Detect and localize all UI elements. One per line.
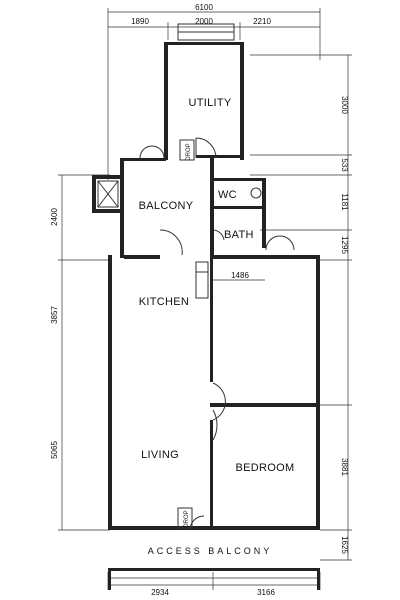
dim-top-left: 1890 [131,17,149,26]
toilet-icon [250,187,262,199]
access-balcony-label: ACCESS BALCONY [148,546,273,556]
dim-overall-width: 6100 [195,3,213,12]
room-utility: UTILITY [188,97,231,109]
dim-top-right: 2210 [253,17,271,26]
room-bath: BATH [224,229,254,241]
room-balcony: BALCONY [139,200,194,212]
drop-label-bottom: DROP [184,510,190,527]
dim-right-access: 1625 [340,536,349,554]
dim-left-balcony: 2400 [50,208,59,226]
dim-right-1295: 1295 [340,236,349,254]
room-living: LIVING [141,449,179,461]
dim-inner-1486: 1486 [231,271,249,280]
walls [92,23,320,590]
dim-top-mid: 2000 [195,17,213,26]
dim-right-533: 533 [340,158,349,172]
drop-label-top: DROP [186,143,192,160]
fixtures [97,139,262,529]
dimension-lines [58,8,352,590]
room-kitchen: KITCHEN [139,296,189,308]
dim-left-living: 5065 [50,441,59,459]
dim-right-1181: 1181 [340,193,349,211]
room-bedroom: BEDROOM [236,462,295,474]
dim-right-bedroom: 3881 [340,458,349,476]
dim-left-kitchen: 3857 [50,306,59,324]
room-wc: WC [218,189,237,201]
dim-bottom-right: 3166 [257,588,275,597]
dim-bottom-left: 2934 [151,588,169,597]
dim-right-utility: 3000 [340,96,349,114]
